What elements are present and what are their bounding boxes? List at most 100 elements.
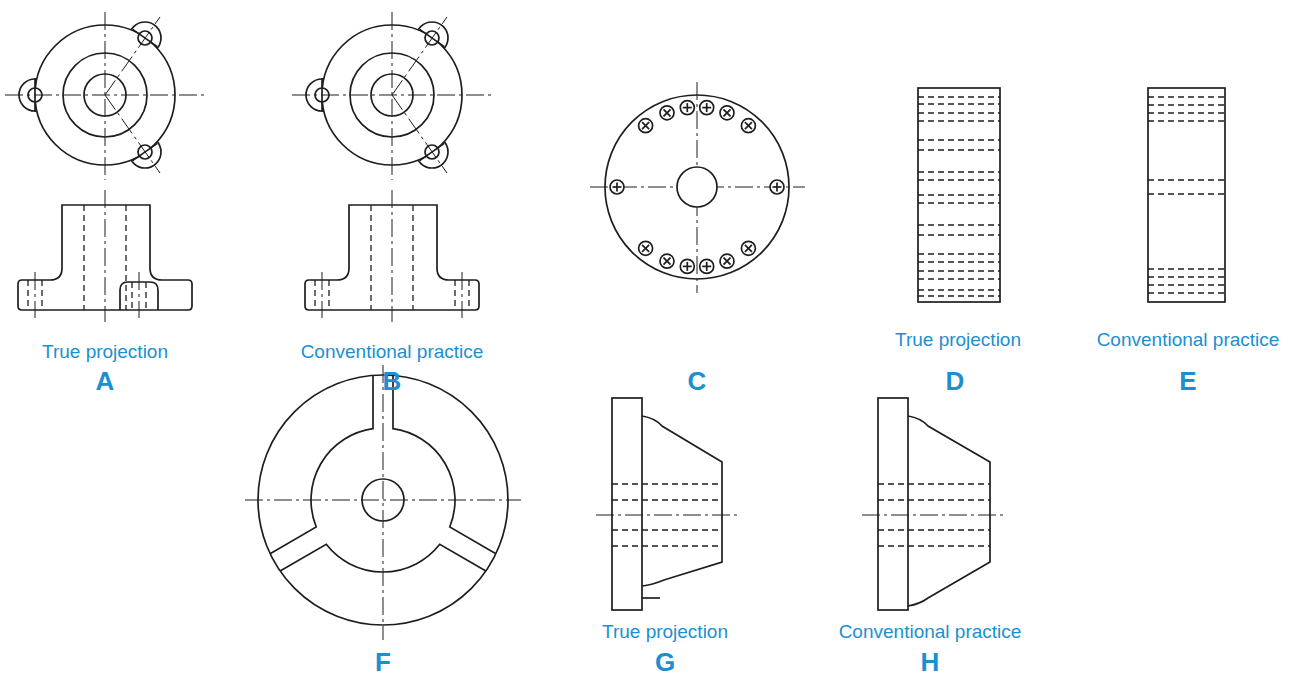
- view-caption: True projection: [42, 342, 168, 363]
- figure-letter: G: [655, 648, 675, 677]
- flange-front-true-part: [83, 205, 84, 310]
- plate-side-true-part: [918, 171, 1000, 172]
- hole-pattern-plate-part: [660, 254, 674, 268]
- hole-pattern-plate-part: [741, 241, 755, 255]
- plate-side-conventional-part: [1148, 292, 1225, 293]
- view-caption: True projection: [895, 330, 1021, 351]
- view-caption: True projection: [602, 622, 728, 643]
- plate-side-true-part: [918, 253, 1000, 254]
- ribbed-hub-side-true-part: [642, 597, 660, 599]
- hole-pattern-plate-part: [660, 106, 674, 120]
- figure-letter: E: [1179, 367, 1196, 396]
- flange-top-view-part: [392, 17, 447, 95]
- ribbed-hub-view: [245, 365, 521, 640]
- plate-side-conventional: [1148, 88, 1225, 302]
- figure-letter: F: [375, 648, 391, 677]
- flange-front-conventional-part: [328, 280, 329, 310]
- flange-front-conventional-part: [322, 272, 323, 318]
- flange-front-true-part: [27, 280, 28, 310]
- flange-front-conventional-part: [392, 190, 393, 322]
- ribbed-hub-side-true-part: [612, 499, 722, 500]
- flange-front-true-part: [139, 272, 140, 318]
- plate-side-conventional-part: [1148, 179, 1225, 180]
- hole-pattern-plate: [590, 82, 805, 293]
- plate-side-true: [918, 88, 1000, 302]
- flange-front-true-part: [41, 280, 42, 310]
- hole-pattern-plate-part: [700, 101, 714, 115]
- hole-pattern-plate-part: [677, 167, 717, 207]
- view-caption: Conventional practice: [1097, 330, 1280, 351]
- plate-side-conventional-part: [1148, 96, 1225, 97]
- flange-front-true-part: [125, 205, 126, 310]
- plate-side-true-part: [918, 149, 1000, 150]
- figure-letter: D: [946, 367, 965, 396]
- ribbed-hub-side-true: [596, 398, 738, 610]
- plate-side-true-part: [918, 112, 1000, 113]
- plate-side-true-part: [918, 295, 1000, 296]
- figure-letter: B: [383, 367, 402, 396]
- flange-top-view-part: [105, 95, 160, 173]
- hole-pattern-plate-part: [741, 119, 755, 133]
- plate-side-true-part: [918, 179, 1000, 180]
- flange-front-conventional-part: [370, 205, 371, 310]
- hole-pattern-plate-part: [639, 119, 653, 133]
- flange-front-conventional-part: [468, 280, 469, 310]
- flange-top-view-part: [420, 29, 445, 46]
- plate-side-true-part: [918, 88, 1000, 302]
- ribbed-hub-side-conventional-part: [878, 545, 990, 546]
- plate-side-true-part: [918, 278, 1000, 279]
- plate-side-true-part: [918, 96, 1000, 97]
- flange-top-view-part: [392, 95, 447, 173]
- hole-pattern-plate-part: [720, 106, 734, 120]
- plate-side-true-part: [918, 194, 1000, 195]
- ribbed-hub-side-true-part: [642, 416, 722, 586]
- plate-side-conventional-part: [1148, 268, 1225, 269]
- plate-side-true-part: [918, 234, 1000, 235]
- flange-front-conventional-part: [412, 205, 413, 310]
- hole-pattern-plate-part: [770, 180, 784, 194]
- view-caption: Conventional practice: [301, 342, 484, 363]
- flange-front-true-part: [35, 272, 36, 318]
- plate-side-conventional-part: [1148, 284, 1225, 285]
- flange-front-conventional-part: [462, 272, 463, 318]
- ribbed-hub-side-conventional-part: [878, 529, 990, 530]
- hole-pattern-plate-part: [639, 241, 653, 255]
- ribbed-hub-side-true-part: [596, 515, 738, 516]
- plate-side-true-part: [918, 139, 1000, 140]
- ribbed-hub-side-true-part: [612, 529, 722, 530]
- ribbed-hub-side-conventional-part: [878, 499, 990, 500]
- figure-letter: H: [921, 648, 940, 677]
- ribbed-hub-side-conventional-part: [908, 416, 990, 606]
- hole-pattern-plate-part: [700, 259, 714, 273]
- ribbed-hub-view-part: [383, 365, 384, 640]
- flange-front-true-part: [131, 282, 132, 310]
- flange-top-view-part: [420, 143, 445, 160]
- flange-top-view: [292, 12, 492, 180]
- ribbed-hub-side-conventional-part: [878, 398, 908, 610]
- plate-side-true-part: [918, 270, 1000, 271]
- flange-front-conventional-part: [314, 280, 315, 310]
- plate-side-true-part: [918, 224, 1000, 225]
- plate-side-true-part: [918, 103, 1000, 104]
- view-caption: Conventional practice: [839, 622, 1022, 643]
- flange-front-true: [18, 190, 192, 322]
- ribbed-hub-side-true-part: [612, 483, 722, 484]
- flange-top-view-part: [133, 143, 158, 160]
- plate-side-conventional-part: [1148, 112, 1225, 113]
- hole-pattern-plate-part: [720, 254, 734, 268]
- ribbed-hub-side-conventional: [862, 398, 1004, 610]
- plate-side-conventional-part: [1148, 193, 1225, 194]
- flange-top-view-part: [321, 78, 323, 112]
- plate-side-true-part: [918, 120, 1000, 121]
- flange-front-true-part: [145, 282, 146, 310]
- hole-pattern-plate-part: [610, 180, 624, 194]
- plate-side-conventional-part: [1148, 120, 1225, 121]
- figure-letter: A: [96, 367, 115, 396]
- flange-front-conventional-part: [454, 280, 455, 310]
- plate-side-true-part: [918, 261, 1000, 262]
- figure-letter: C: [688, 367, 707, 396]
- flange-top-view-part: [34, 78, 36, 112]
- ribbed-hub-side-conventional-part: [878, 483, 990, 484]
- ribbed-hub-side-true-part: [612, 398, 642, 610]
